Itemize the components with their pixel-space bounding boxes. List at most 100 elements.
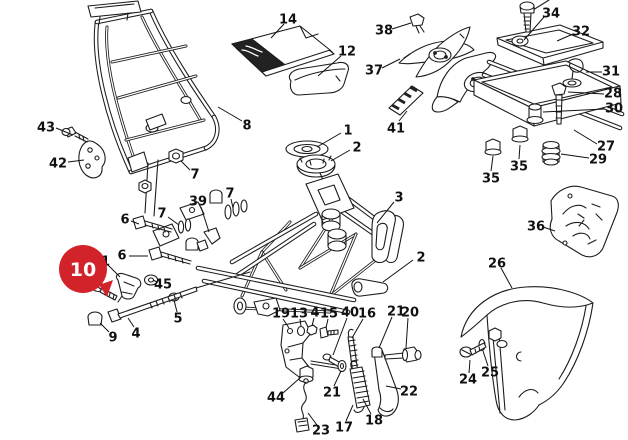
callout-44: 44 bbox=[267, 376, 302, 406]
steering-rings-drawing bbox=[285, 140, 336, 199]
cross-bracket-37-drawing bbox=[398, 26, 475, 78]
leader-line bbox=[230, 198, 234, 209]
callout-number: 26 bbox=[488, 257, 506, 272]
callout-27: 27 bbox=[573, 129, 615, 155]
callout-5: 5 bbox=[173, 299, 183, 327]
callout-36: 36 bbox=[527, 220, 556, 235]
bolt-43-drawing bbox=[61, 126, 89, 143]
callout-number: 7 bbox=[190, 168, 199, 183]
nut-35-left-drawing bbox=[484, 138, 502, 156]
callout-23: 23 bbox=[307, 412, 330, 439]
left-fasteners-drawing bbox=[87, 199, 251, 326]
spacer-30-drawing bbox=[526, 103, 544, 125]
highlight-pointer-tail bbox=[99, 280, 113, 297]
callout-31: 31 bbox=[586, 65, 620, 80]
callout-number: 1 bbox=[343, 124, 352, 139]
callout-number: 43 bbox=[37, 121, 55, 136]
callout-number: 15 bbox=[320, 307, 338, 322]
callout-22: 22 bbox=[385, 385, 418, 400]
callout-14: 14 bbox=[270, 13, 297, 39]
hook-31-drawing bbox=[562, 58, 584, 88]
bolt-38-drawing bbox=[409, 13, 425, 34]
callout-7: 7 bbox=[180, 160, 200, 183]
callout-number: 34 bbox=[542, 7, 560, 22]
callout-number: 22 bbox=[400, 385, 418, 400]
leader-line bbox=[351, 318, 364, 339]
callout-6: 6 bbox=[120, 213, 140, 228]
callout-24: 24 bbox=[459, 359, 477, 388]
callout-number: 14 bbox=[279, 13, 297, 28]
callout-number: 30 bbox=[605, 102, 623, 117]
callout-number: 29 bbox=[589, 153, 607, 168]
callout-16: 16 bbox=[351, 307, 376, 339]
callout-15: 15 bbox=[320, 307, 338, 329]
callout-number: 4 bbox=[131, 327, 140, 342]
leader-line bbox=[405, 317, 409, 349]
callout-1: 1 bbox=[316, 124, 353, 148]
washer-34-drawing bbox=[511, 35, 529, 47]
leader-line bbox=[518, 144, 521, 160]
leader-line bbox=[282, 318, 290, 329]
callout-number: 9 bbox=[108, 331, 117, 346]
callout-35: 35 bbox=[482, 155, 500, 187]
side-stand-assembly-drawing bbox=[280, 320, 422, 433]
callout-34: 34 bbox=[523, 7, 560, 41]
highlight-callout-10: 10 bbox=[59, 245, 113, 297]
callout-25: 25 bbox=[481, 350, 499, 381]
callout-21: 21 bbox=[378, 305, 405, 349]
bracket-42-drawing bbox=[78, 140, 106, 179]
callout-42: 42 bbox=[49, 157, 85, 172]
callout-9: 9 bbox=[99, 322, 118, 346]
callout-2: 2 bbox=[382, 251, 426, 283]
leader-line bbox=[362, 398, 372, 415]
leader-line bbox=[542, 108, 606, 113]
sticker-36-drawing bbox=[549, 185, 619, 258]
callout-number: 45 bbox=[154, 278, 172, 293]
leader-line bbox=[398, 110, 408, 122]
leader-line bbox=[560, 153, 590, 159]
callout-20: 20 bbox=[401, 306, 419, 349]
leader-line bbox=[332, 317, 348, 356]
leader-line bbox=[282, 376, 302, 394]
bolt-28-drawing bbox=[551, 82, 567, 125]
callout-7: 7 bbox=[157, 207, 180, 226]
callout-number: 35 bbox=[510, 160, 528, 175]
callout-number: 2 bbox=[416, 251, 425, 266]
leader-line bbox=[500, 267, 513, 289]
callout-32: 32 bbox=[556, 25, 590, 42]
leader-line bbox=[345, 404, 354, 422]
screw-33-drawing bbox=[519, 0, 550, 33]
leader-line bbox=[299, 318, 302, 327]
leader-line bbox=[567, 91, 605, 95]
callout-number: 32 bbox=[572, 25, 590, 40]
callout-number: 3 bbox=[394, 191, 403, 206]
leader-line bbox=[67, 159, 85, 163]
callout-41: 41 bbox=[387, 110, 408, 137]
callout-number: 13 bbox=[290, 307, 308, 322]
callout-8: 8 bbox=[217, 106, 252, 134]
tool-pouch-drawing bbox=[288, 61, 349, 96]
callout-35: 35 bbox=[510, 144, 528, 175]
callout-4: 4 bbox=[310, 306, 320, 327]
leader-line bbox=[490, 155, 494, 172]
leader-line bbox=[382, 259, 414, 283]
leader-line bbox=[391, 22, 412, 30]
leader-line bbox=[180, 160, 191, 171]
leader-line bbox=[55, 127, 74, 136]
leader-line bbox=[482, 350, 489, 367]
callout-number: 21 bbox=[323, 386, 341, 401]
callout-39: 39 bbox=[189, 195, 210, 233]
callout-6: 6 bbox=[117, 249, 148, 264]
rubber-mount-29-drawing bbox=[541, 140, 561, 166]
nut-7-mid-drawing bbox=[138, 179, 152, 194]
callout-number: 21 bbox=[387, 305, 405, 320]
callout-number: 6 bbox=[120, 213, 129, 228]
callout-number: 7 bbox=[157, 207, 166, 222]
callout-29: 29 bbox=[560, 153, 607, 168]
leader-line bbox=[317, 55, 342, 77]
callout-number: 37 bbox=[365, 64, 383, 79]
callout-number: 2 bbox=[352, 141, 361, 156]
callout-number: 19 bbox=[272, 307, 290, 322]
